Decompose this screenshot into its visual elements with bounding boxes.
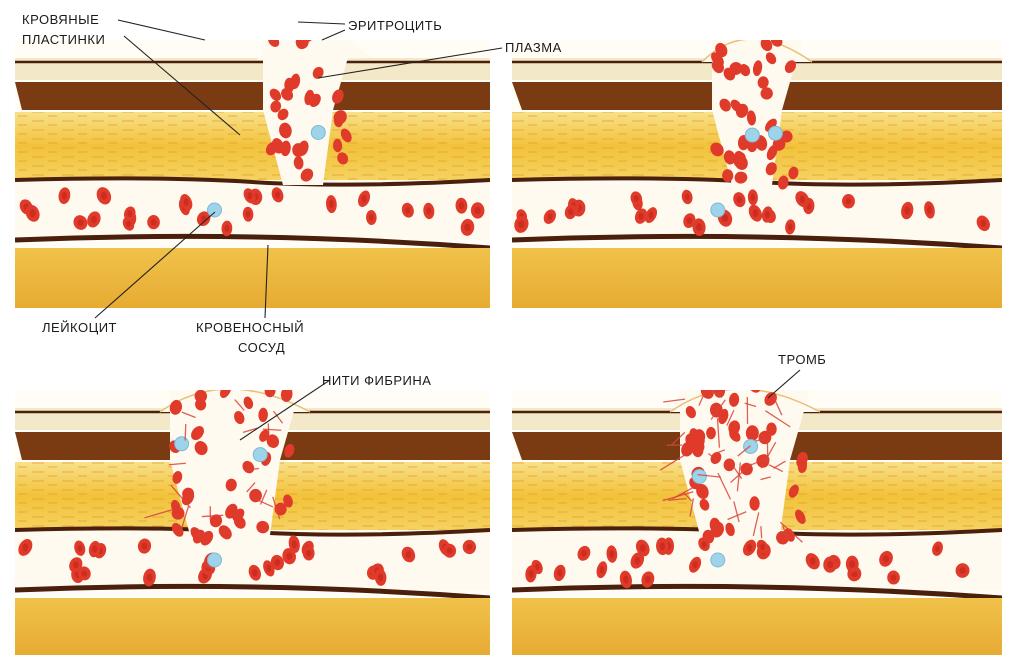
erythrocyte-cell (708, 375, 723, 392)
fibrin-thread (268, 423, 269, 433)
label-blood-vessel: КРОВЕНОСНЫЙ (196, 320, 304, 335)
label-platelets-line2: ПЛАСТИНКИ (22, 32, 105, 47)
leader-erythrocyte-a (298, 22, 345, 24)
erythrocyte-cell (176, 372, 190, 389)
leukocyte-cell (745, 128, 759, 142)
label-leukocyte: ЛЕЙКОЦИТ (42, 320, 117, 335)
label-erythrocyte: ЭРИТРОЦИТЬ (348, 18, 442, 33)
leader-erythrocyte-b (322, 30, 345, 40)
label-thrombus: ТРОМБ (778, 352, 826, 367)
leukocyte-cell (768, 126, 782, 140)
leader-platelets-a (118, 20, 205, 40)
label-fibrin-threads: НИТИ ФИБРИНА (322, 373, 431, 388)
fibrin-thread (185, 424, 186, 441)
erythrocyte-cell (746, 425, 759, 441)
erythrocyte-cell (686, 374, 704, 392)
fibrin-thread (761, 526, 762, 538)
tissue-panel-2 (512, 32, 1002, 308)
tissue-panel-1 (15, 23, 490, 308)
leukocyte-cell (208, 203, 222, 217)
leukocyte-cell (711, 553, 725, 567)
label-plasma: ПЛАЗМА (505, 40, 562, 55)
leukocyte-cell (711, 203, 725, 217)
leukocyte-cell (311, 125, 325, 139)
label-platelets: КРОВЯНЫЕ (22, 12, 99, 27)
leukocyte-cell (692, 469, 706, 483)
leukocyte-cell (175, 437, 189, 451)
label-blood-vessel-line2: СОСУД (238, 340, 285, 355)
erythrocyte-cell (215, 372, 233, 391)
leukocyte-cell (208, 553, 222, 567)
tissue-panel-4 (512, 374, 1002, 655)
erythrocyte-cell (250, 376, 265, 391)
erythrocyte-cell (286, 374, 300, 392)
tissue-panel-3 (15, 372, 490, 655)
erythrocyte-cell (274, 23, 287, 37)
leukocyte-cell (253, 448, 267, 462)
